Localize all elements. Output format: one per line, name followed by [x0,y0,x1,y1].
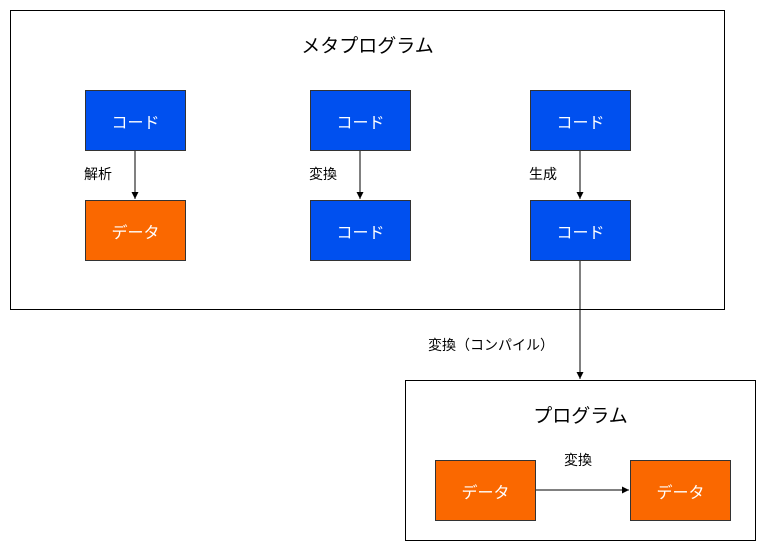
program-data-output-node[interactable]: データ [630,460,731,521]
code-node-transform-source[interactable]: コード [310,90,411,151]
data-node-analyze-result[interactable]: データ [85,200,186,261]
edge-label-analyze: 解析 [84,167,112,183]
code-node-transform-result[interactable]: コード [310,200,411,261]
edge-label-generate: 生成 [529,167,557,183]
edge-label-compile: 変換（コンパイル） [428,338,554,354]
code-node-generate-source[interactable]: コード [530,90,631,151]
edge-label-transform: 変換 [309,167,337,183]
code-node-analyze-source[interactable]: コード [85,90,186,151]
program-data-input-node[interactable]: データ [435,460,536,521]
meta-program-title: メタプログラム [301,35,434,57]
code-node-generate-result[interactable]: コード [530,200,631,261]
edge-label-program-transform: 変換 [564,453,592,469]
program-title: プログラム [533,405,628,427]
